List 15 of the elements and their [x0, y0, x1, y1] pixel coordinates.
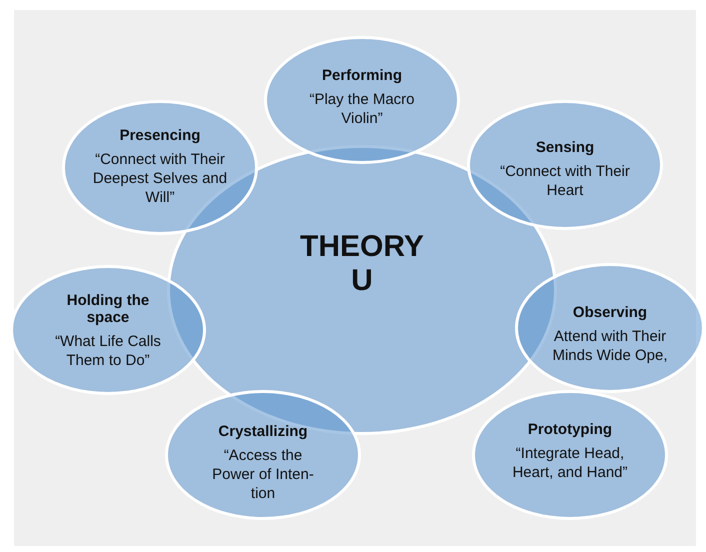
stage-heading: Presencing: [120, 127, 200, 144]
stage-heading: Crystallizing: [218, 423, 308, 440]
stage-heading: Prototyping: [528, 421, 612, 438]
stage-quote: “Connect with Their Deepest Selves and Will”: [92, 150, 228, 207]
title-text: THEORY U: [299, 230, 425, 298]
stage-quote: “Integrate Head, Heart, and Hand”: [511, 444, 629, 482]
stage-heading: Holding the space: [66, 292, 150, 326]
stage-heading: Sensing: [536, 139, 594, 156]
stage-quote: “What Life Calls Them to Do”: [54, 332, 162, 370]
stage-quote: Attend with Their Minds Wide Ope,: [551, 327, 669, 365]
stage-heading: Performing: [322, 67, 402, 84]
stage-heading: Observing: [572, 304, 648, 321]
stage-quote: “Play the Macro Violin”: [308, 90, 416, 128]
stage-quote: “Connect with Their Heart: [499, 162, 631, 200]
stage-quote: “Access the Power of Inten- tion: [211, 446, 315, 503]
